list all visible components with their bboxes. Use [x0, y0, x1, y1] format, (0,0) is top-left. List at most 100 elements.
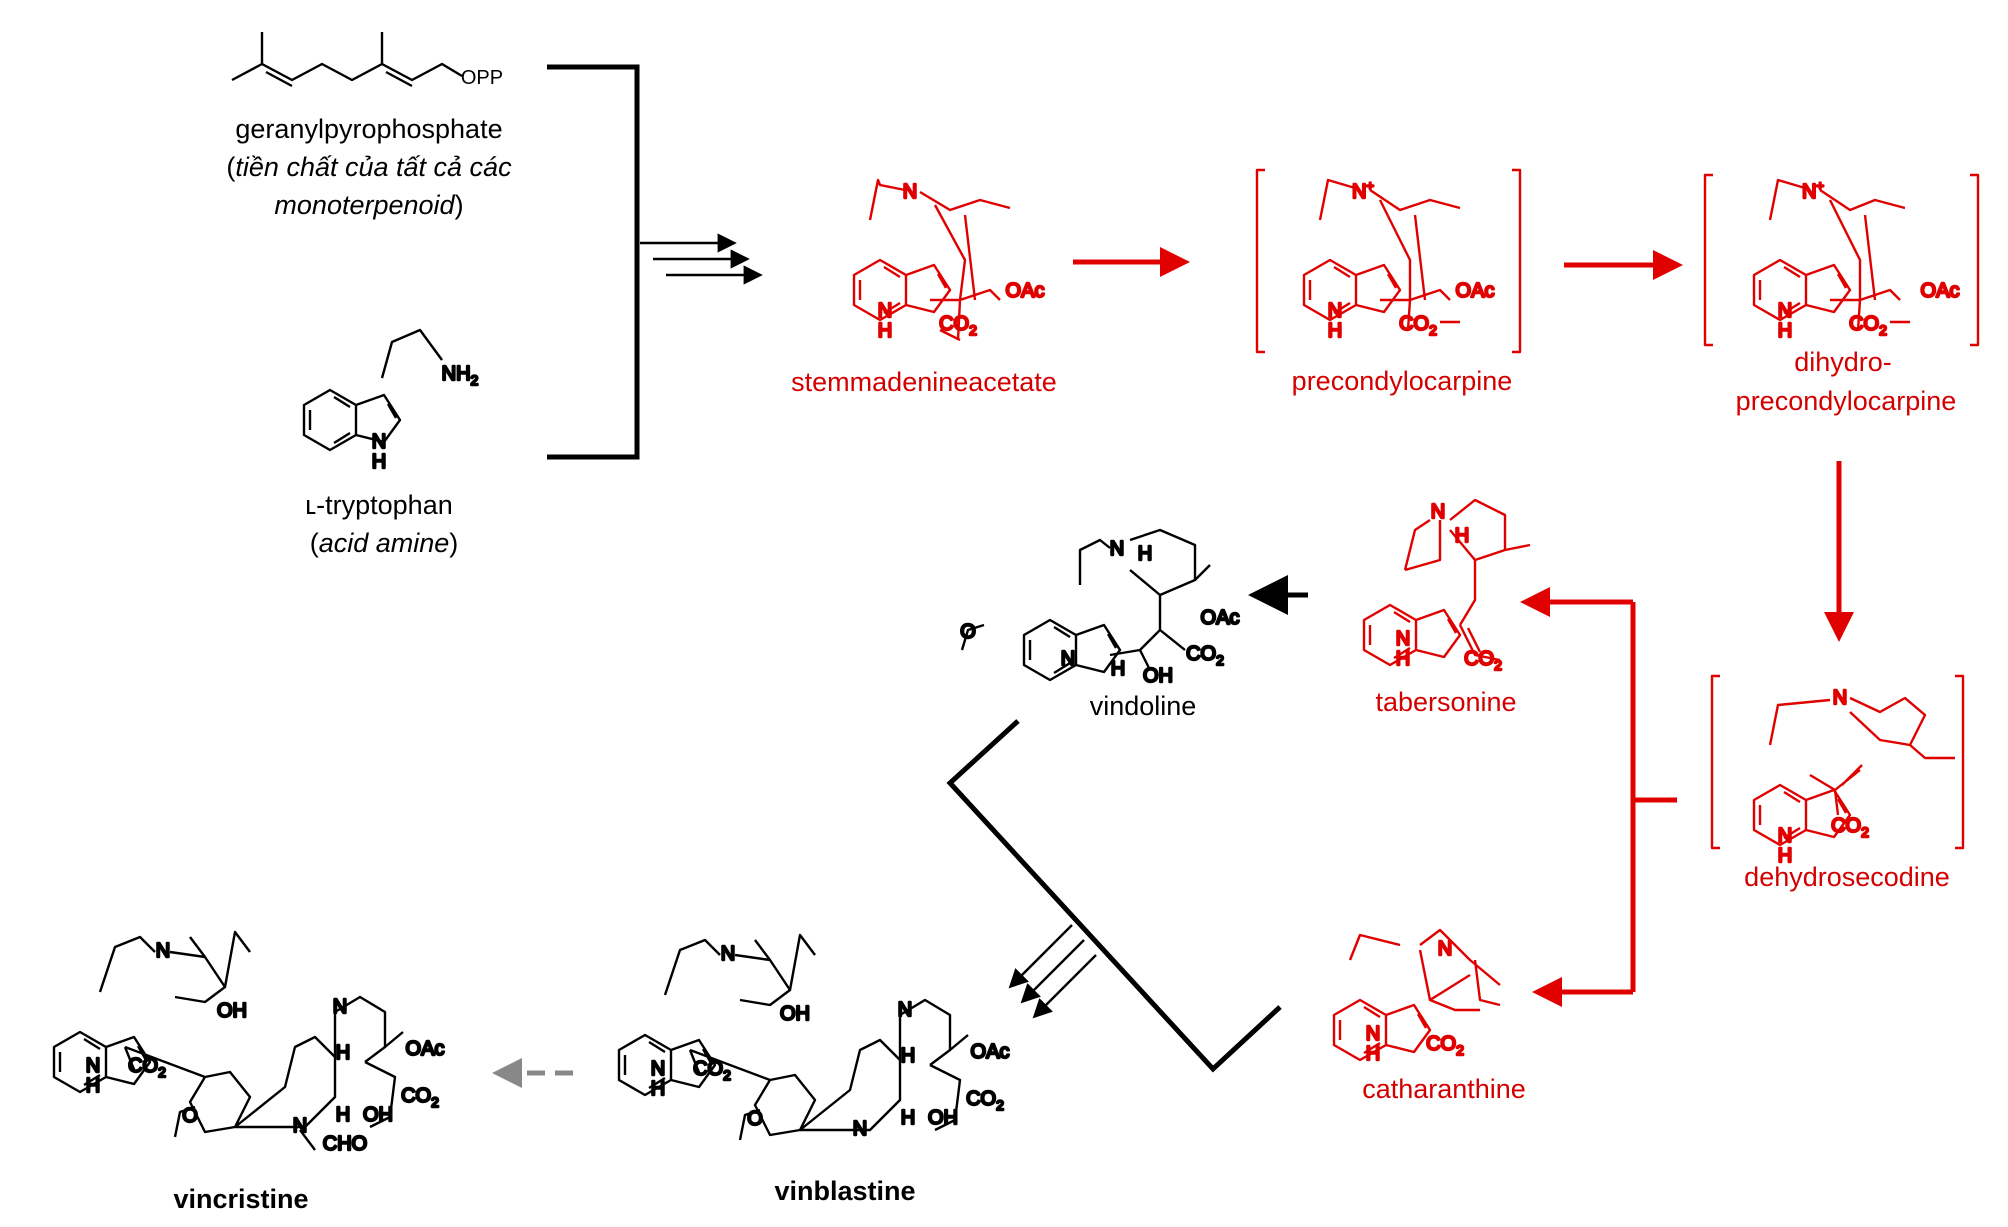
intermediate-brackets [1703, 173, 1980, 347]
svg-text:N: N [1396, 628, 1410, 650]
svg-text:CO2: CO2 [939, 313, 977, 338]
svg-text:OAc: OAc [1201, 607, 1240, 629]
precursor-join-bracket [547, 64, 640, 460]
svg-text:N: N [156, 940, 170, 962]
svg-text:H: H [336, 1104, 350, 1126]
dihydroprecondylocarpine-structure: N+ N H OAc CO2 [1703, 173, 1980, 347]
svg-text:N: N [898, 999, 912, 1021]
svg-text:O: O [960, 621, 976, 643]
svg-text:H: H [1778, 320, 1792, 342]
indole-ring-icon [852, 258, 952, 322]
svg-text:CO2: CO2 [1399, 313, 1437, 338]
indole-ring-icon [1302, 258, 1402, 322]
svg-text:CO2: CO2 [966, 1088, 1004, 1113]
gpp-note-line1: (tiền chất của tất cả các [226, 152, 512, 182]
nh2-label: NH2 [442, 363, 479, 388]
svg-text:H: H [1778, 845, 1792, 867]
svg-text:CO2: CO2 [128, 1055, 166, 1080]
svg-text:OAc: OAc [1921, 280, 1960, 302]
svg-text:O: O [747, 1108, 763, 1130]
svg-text:CO2: CO2 [1849, 313, 1887, 338]
svg-text:OAc: OAc [1006, 280, 1045, 302]
svg-text:OH: OH [780, 1003, 810, 1025]
gpp-note-line2: monoterpenoid) [274, 190, 463, 220]
coupling-arrow-3 [1032, 954, 1097, 1019]
indole-ring-icon [1362, 603, 1462, 667]
branch-connector [1630, 602, 1677, 992]
opp-label: OPP [461, 67, 503, 89]
svg-text:H: H [1396, 648, 1410, 670]
dihydroprecondylocarpine-name-line2: precondylocarpine [1736, 386, 1957, 416]
svg-text:H: H [336, 1042, 350, 1064]
vinblastine-structure: N OH N H CO2 N H OAc O N H OH CO2 [617, 933, 1011, 1141]
gpp-name: geranylpyrophosphate [235, 114, 502, 144]
svg-text:N: N [651, 1058, 665, 1080]
svg-text:H: H [651, 1078, 665, 1100]
svg-text:CO2: CO2 [401, 1085, 439, 1110]
vindoline-name: vindoline [1090, 691, 1197, 721]
svg-text:H: H [878, 320, 892, 342]
svg-text:N+: N+ [1352, 178, 1374, 203]
svg-text:N: N [1778, 300, 1792, 322]
dihydroprecondylocarpine-name-line1: dihydro- [1794, 347, 1892, 377]
svg-text:H: H [901, 1107, 915, 1129]
svg-text:OAc: OAc [971, 1041, 1010, 1063]
svg-text:N: N [721, 943, 735, 965]
svg-text:CO2: CO2 [693, 1058, 731, 1083]
svg-text:N: N [1431, 501, 1445, 523]
svg-text:N: N [1366, 1023, 1380, 1045]
svg-text:N: N [293, 1115, 307, 1137]
svg-text:O: O [182, 1105, 198, 1127]
svg-text:N: N [903, 181, 917, 203]
precondylocarpine-structure: N+ N H OAc CO2 [1255, 168, 1522, 354]
tabersonine-name: tabersonine [1375, 687, 1516, 717]
intermediate-brackets [1710, 674, 1965, 850]
svg-text:N: N [1328, 300, 1342, 322]
dehydrosecodine-structure: N N H CO2 [1710, 674, 1965, 868]
svg-text:OAc: OAc [406, 1038, 445, 1060]
vincristine-name: vincristine [173, 1184, 308, 1214]
intermediate-brackets [1255, 168, 1522, 354]
vinblastine-name: vinblastine [774, 1176, 915, 1206]
coupling-bracket [946, 719, 1282, 1073]
coupling-arrow-2 [1020, 939, 1085, 1004]
svg-text:N: N [1833, 687, 1847, 709]
svg-text:N: N [878, 300, 892, 322]
svg-text:CHO: CHO [323, 1133, 367, 1155]
svg-text:OH: OH [363, 1104, 393, 1126]
stemmadenine-acetate-name: stemmadenineacetate [791, 367, 1057, 397]
catharanthine-name: catharanthine [1362, 1074, 1526, 1104]
svg-text:OH: OH [928, 1107, 958, 1129]
svg-text:N: N [1061, 648, 1075, 670]
svg-text:N: N [1778, 825, 1792, 847]
svg-text:N: N [1110, 538, 1124, 560]
indole-ring-icon [1752, 258, 1852, 322]
svg-text:N: N [333, 996, 347, 1018]
svg-text:H: H [1138, 543, 1152, 565]
svg-text:CO2: CO2 [1186, 643, 1224, 668]
dehydrosecodine-name: dehydrosecodine [1744, 862, 1950, 892]
tryptophan-name: ʟ-tryptophan [305, 490, 453, 520]
svg-text:CO2: CO2 [1426, 1033, 1464, 1058]
svg-text:N: N [853, 1118, 867, 1140]
stemmadenine-acetate-structure: N N H OAc CO2 [852, 178, 1046, 343]
svg-text:H: H [1111, 658, 1125, 680]
tryptophan-note: (acid amine) [310, 528, 459, 558]
precondylocarpine-name: precondylocarpine [1292, 366, 1513, 396]
vincristine-structure: N OH N H CO2 N H OAc O N H OH CO2 CHO [52, 930, 446, 1156]
gpp-structure: OPP [231, 32, 503, 89]
svg-text:OAc: OAc [1456, 280, 1495, 302]
svg-text:CO2: CO2 [1831, 815, 1869, 840]
tryptophan-structure: NH2 N H [302, 328, 480, 474]
catharanthine-structure: N N H CO2 [1332, 928, 1501, 1066]
svg-text:H: H [86, 1075, 100, 1097]
indole-n-label: N [372, 431, 386, 453]
indole-ring-icon [1332, 998, 1432, 1062]
svg-text:OH: OH [1143, 665, 1173, 687]
svg-text:OH: OH [217, 1000, 247, 1022]
svg-text:N: N [86, 1055, 100, 1077]
svg-text:CO2: CO2 [1464, 648, 1502, 673]
coupling-arrow-1 [1008, 924, 1073, 989]
svg-text:H: H [901, 1045, 915, 1067]
